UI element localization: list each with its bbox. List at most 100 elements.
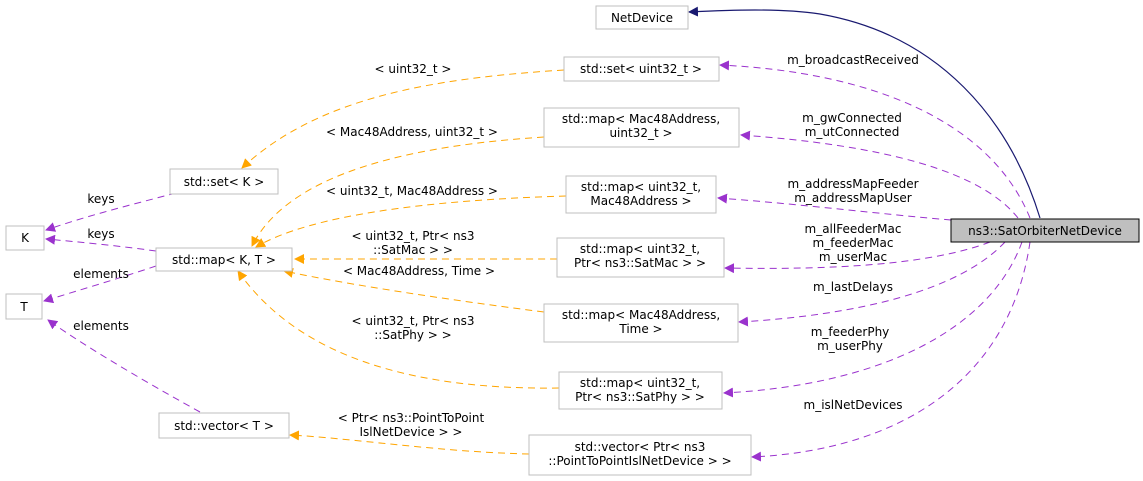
text-line: ::PointToPointIslNetDevice > > [548,454,731,468]
edge-template-mac-time [283,267,545,313]
svg-text:std::vector< Ptr< ns3::PointTo: std::vector< Ptr< ns3::PointToPointIslNe… [548,440,731,468]
text-line: std::vector< T > [174,419,274,433]
edge-template-set-u32 [241,69,565,169]
text-line: IslNetDevice > > [360,425,463,439]
node-std-map-uint32-satphy[interactable]: std::map< uint32_t,Ptr< ns3::SatPhy > > [558,371,723,410]
text-line: elements [73,319,129,333]
text-line: std::set< K > [184,175,265,189]
edge-member-delays [738,241,1006,327]
node-netdevice[interactable]: NetDevice [595,5,689,30]
text-line: < Mac48Address, Time > [343,264,495,278]
text-line: m_feederPhy [811,325,890,339]
label-tpl-mac-u32: < Mac48Address, uint32_t > [326,125,498,139]
text-line: std::map< K, T > [172,253,276,267]
text-line: < uint32_t, Mac48Address > [326,184,498,198]
edge-member-addressmap [717,193,952,221]
text-line: keys [87,227,114,241]
text-line: uint32_t > [609,126,672,140]
edge-member-macs [724,241,991,274]
label-keys-setk: keys [87,192,114,206]
node-std-set-uint32[interactable]: std::set< uint32_t > [563,56,720,82]
svg-text:std::map< uint32_t,Mac48Addres: std::map< uint32_t,Mac48Address > [581,180,701,208]
text-line: m_userMac [819,250,887,264]
svg-text:std::set< K >: std::set< K > [184,175,265,189]
text-line: < uint32_t, Ptr< ns3 [352,314,475,328]
text-line: m_lastDelays [813,280,893,294]
edge-member-keys-setk [45,192,177,232]
text-line: K [21,231,30,245]
text-line: ::SatMac > > [373,243,453,257]
svg-text:K: K [21,231,30,245]
text-line: Time > [618,322,662,336]
text-line: < Mac48Address, uint32_t > [326,125,498,139]
node-std-map-mac48-time[interactable]: std::map< Mac48Address,Time > [543,303,739,343]
text-line: < uint32_t > [375,62,452,76]
text-line: ns3::SatOrbiterNetDevice [968,224,1122,238]
label-elements-vect: elements [73,319,129,333]
text-line: T [19,300,28,314]
text-line: std::map< Mac48Address, [562,308,720,322]
node-std-set-k[interactable]: std::set< K > [169,168,279,195]
text-line: std::map< uint32_t, [580,376,700,390]
edge-template-u32-mac [255,195,567,248]
text-line: std::map< uint32_t, [581,180,701,194]
text-line: < Ptr< ns3::PointToPoint [338,411,485,425]
label-broadcast: m_broadcastReceived [787,53,919,67]
edge-member-broadcast [719,60,1031,219]
text-line: Ptr< ns3::SatPhy > > [575,390,705,404]
node-std-vector-isl[interactable]: std::vector< Ptr< ns3::PointToPointIslNe… [528,434,752,476]
node-std-map-mac48-uint32[interactable]: std::map< Mac48Address,uint32_t > [543,107,740,148]
edge-member-isl [751,241,1031,462]
text-line: Ptr< ns3::SatMac > > [574,256,706,270]
node-std-map-uint32-mac48[interactable]: std::map< uint32_t,Mac48Address > [565,175,717,214]
text-line: elements [73,267,129,281]
svg-text:std::map< Mac48Address,uint32_: std::map< Mac48Address,uint32_t > [562,112,720,140]
text-line: m_gwConnected [802,111,902,125]
text-line: keys [87,192,114,206]
svg-text:std::map< uint32_t,Ptr< ns3::S: std::map< uint32_t,Ptr< ns3::SatPhy > > [575,376,705,404]
label-elements-mapkt: elements [73,267,129,281]
node-sat-orbiter-net-device[interactable]: ns3::SatOrbiterNetDevice [950,218,1140,243]
text-line: std::map< uint32_t, [580,242,700,256]
text-line: m_allFeederMac [805,222,902,236]
edge-template-satphy [237,270,560,389]
svg-text:T: T [19,300,28,314]
text-line: std::map< Mac48Address, [562,112,720,126]
label-tpl-satmac: < uint32_t, Ptr< ns3::SatMac > > [352,229,475,257]
node-std-map-uint32-satmac[interactable]: std::map< uint32_t,Ptr< ns3::SatMac > > [556,237,725,278]
text-line: m_addressMapUser [794,191,912,205]
text-line: m_feederMac [813,236,894,250]
svg-text:NetDevice: NetDevice [611,11,673,25]
text-line: m_broadcastReceived [787,53,919,67]
label-keys-mapkt: keys [87,227,114,241]
text-line: std::vector< Ptr< ns3 [575,440,706,454]
label-isl: m_islNetDevices [804,398,903,412]
node-t[interactable]: T [5,293,43,320]
edge-template-mac-u32 [251,136,545,247]
label-tpl-u32-mac: < uint32_t, Mac48Address > [326,184,498,198]
text-line: m_addressMapFeeder [787,177,918,191]
text-line: NetDevice [611,11,673,25]
edge-member-elements-vect [47,319,201,413]
svg-text:std::map< K, T >: std::map< K, T > [172,253,276,267]
svg-text:std::map< Mac48Address,Time >: std::map< Mac48Address,Time > [562,308,720,336]
label-tpl-mac-time: < Mac48Address, Time > [343,264,495,278]
edge-inherit-netdevice [688,6,1041,219]
text-line: Mac48Address > [590,194,691,208]
edge-member-elements-mapkt [43,265,157,304]
text-line: std::set< uint32_t > [580,62,702,76]
node-k[interactable]: K [5,225,45,251]
node-std-vector-t[interactable]: std::vector< T > [158,412,290,439]
svg-text:ns3::SatOrbiterNetDevice: ns3::SatOrbiterNetDevice [968,224,1122,238]
edge-member-keys-mapkt [45,234,157,252]
text-line: m_utConnected [805,125,900,139]
svg-text:std::map< uint32_t,Ptr< ns3::S: std::map< uint32_t,Ptr< ns3::SatMac > > [574,242,706,270]
text-line: < uint32_t, Ptr< ns3 [352,229,475,243]
node-std-map-k-t[interactable]: std::map< K, T > [155,247,293,272]
